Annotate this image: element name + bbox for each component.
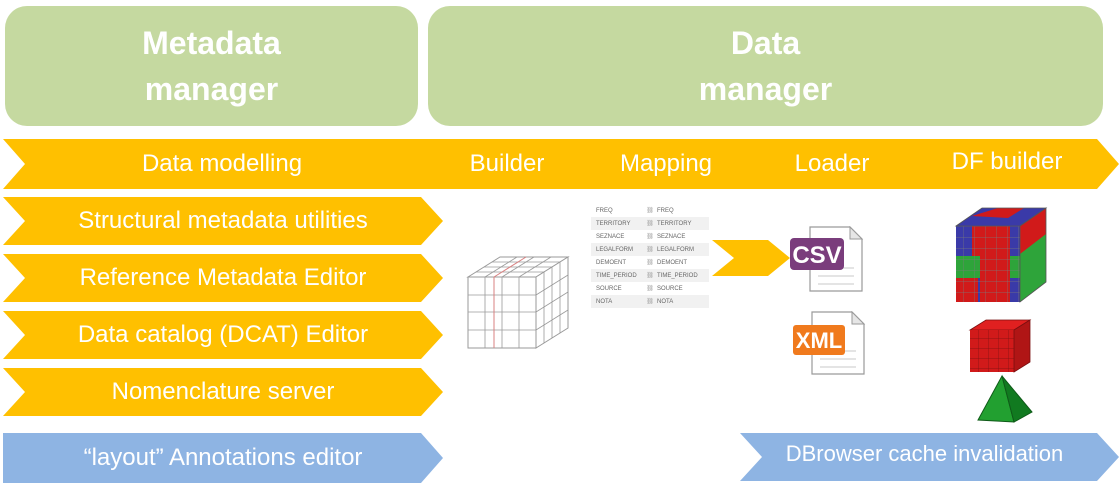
- mapping-row: SOURCE⛓SOURCE: [596, 285, 683, 293]
- mapping-label: Mapping: [619, 150, 713, 177]
- link-icon: ⛓: [646, 286, 654, 292]
- link-icon: ⛓: [646, 260, 654, 266]
- mapping-row: TIME_PERIOD⛓TIME_PERIOD: [591, 269, 709, 282]
- dbrowser-cache-label: DBrowser cache invalidation: [785, 441, 1064, 466]
- annotations-editor-arrow: “layout” Annotations editor: [3, 433, 443, 483]
- link-icon: ⛓: [646, 299, 654, 305]
- mapping-table: FREQ⛓FREQ TERRITORY⛓TERRITORY SEZNACE⛓SE…: [591, 204, 709, 308]
- xml-file-icon: XML: [793, 311, 866, 375]
- svg-text:XML: XML: [796, 328, 842, 353]
- metadata-header-line2: manager: [144, 71, 279, 107]
- small-transfer-arrow: [712, 240, 790, 276]
- metadata-header-line1: Metadata: [142, 25, 281, 61]
- data-header-line2: manager: [698, 71, 833, 107]
- mapping-arrow: Mapping: [567, 139, 761, 189]
- df-builder-arrow: DF builder: [909, 139, 1119, 189]
- pyramid-icon: [977, 374, 1033, 423]
- reference-metadata-arrow: Reference Metadata Editor: [3, 254, 443, 302]
- svg-text:CSV: CSV: [792, 242, 841, 269]
- colored-cube-icon: [954, 207, 1048, 303]
- link-icon: ⛓: [646, 208, 654, 214]
- structural-metadata-arrow: Structural metadata utilities: [3, 197, 443, 245]
- data-manager-header: Data manager: [428, 6, 1103, 126]
- mapping-row: SEZNACE⛓SEZNACE: [596, 233, 686, 241]
- builder-label: Builder: [469, 150, 545, 177]
- structural-metadata-label: Structural metadata utilities: [78, 207, 368, 234]
- dcat-editor-arrow: Data catalog (DCAT) Editor: [3, 311, 443, 359]
- link-icon: ⛓: [646, 221, 654, 227]
- link-icon: ⛓: [646, 234, 654, 240]
- reference-metadata-label: Reference Metadata Editor: [79, 264, 367, 291]
- nomenclature-server-arrow: Nomenclature server: [3, 368, 443, 416]
- dcat-editor-label: Data catalog (DCAT) Editor: [77, 321, 369, 348]
- grid-cube-icon: [466, 256, 570, 349]
- loader-label: Loader: [794, 150, 870, 177]
- mapping-row: FREQ⛓FREQ: [596, 207, 674, 215]
- nomenclature-server-label: Nomenclature server: [111, 378, 335, 405]
- annotations-editor-label: “layout” Annotations editor: [83, 444, 363, 471]
- mapping-row: LEGALFORM⛓LEGALFORM: [591, 243, 709, 256]
- data-header-line1: Data: [730, 25, 801, 61]
- data-modelling-arrow: Data modelling: [3, 139, 441, 189]
- data-modelling-label: Data modelling: [141, 150, 303, 177]
- link-icon: ⛓: [646, 247, 654, 253]
- mapping-row: NOTA⛓NOTA: [591, 295, 709, 308]
- mapping-row: TERRITORY⛓TERRITORY: [591, 217, 709, 230]
- mapping-row: DEMOENT⛓DEMOENT: [596, 259, 687, 267]
- df-builder-label: DF builder: [951, 148, 1063, 175]
- dbrowser-cache-arrow: DBrowser cache invalidation: [740, 433, 1119, 481]
- red-cube-icon: [968, 319, 1032, 373]
- csv-file-icon: CSV: [790, 226, 864, 292]
- metadata-manager-header: Metadata manager: [5, 6, 418, 126]
- link-icon: ⛓: [646, 273, 654, 279]
- builder-arrow: Builder: [418, 139, 590, 189]
- loader-arrow: Loader: [738, 139, 932, 189]
